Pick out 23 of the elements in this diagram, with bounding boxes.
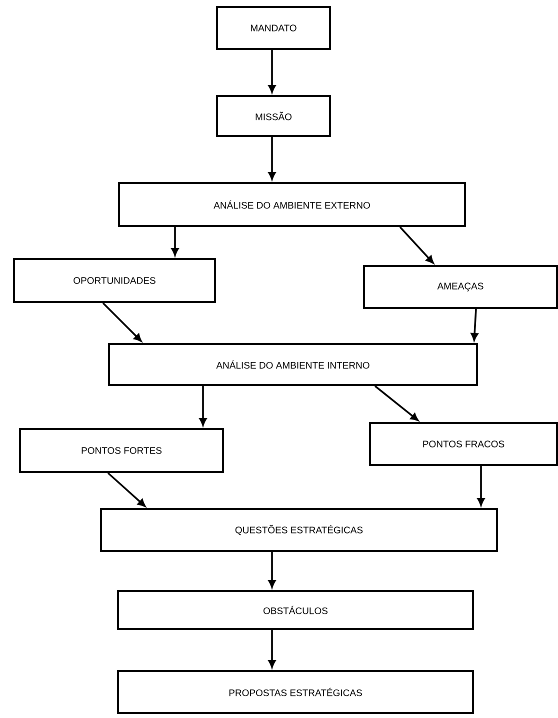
arrow xyxy=(268,137,276,180)
arrow xyxy=(268,630,276,668)
arrow xyxy=(399,226,434,264)
arrow xyxy=(268,552,276,588)
arrow xyxy=(477,466,485,506)
process-box: OPORTUNIDADES xyxy=(13,258,216,303)
process-box: MANDATO xyxy=(216,6,331,50)
arrow xyxy=(102,302,142,342)
arrow xyxy=(268,50,276,93)
process-box: PROPOSTAS ESTRATÉGICAS xyxy=(117,670,474,714)
arrow xyxy=(470,308,478,341)
arrow xyxy=(199,386,207,426)
process-box: OBSTÁCULOS xyxy=(117,590,474,630)
process-box: QUESTÕES ESTRATÉGICAS xyxy=(100,508,498,552)
process-box: ANÁLISE DO AMBIENTE INTERNO xyxy=(108,343,478,386)
process-box: AMEAÇAS xyxy=(363,265,558,309)
process-box: PONTOS FORTES xyxy=(19,428,224,473)
process-box: MISSÃO xyxy=(216,95,331,137)
arrow xyxy=(374,385,418,421)
arrow xyxy=(171,227,179,256)
process-box: ANÁLISE DO AMBIENTE EXTERNO xyxy=(118,182,466,227)
arrow xyxy=(107,472,146,507)
process-box: PONTOS FRACOS xyxy=(369,422,558,466)
